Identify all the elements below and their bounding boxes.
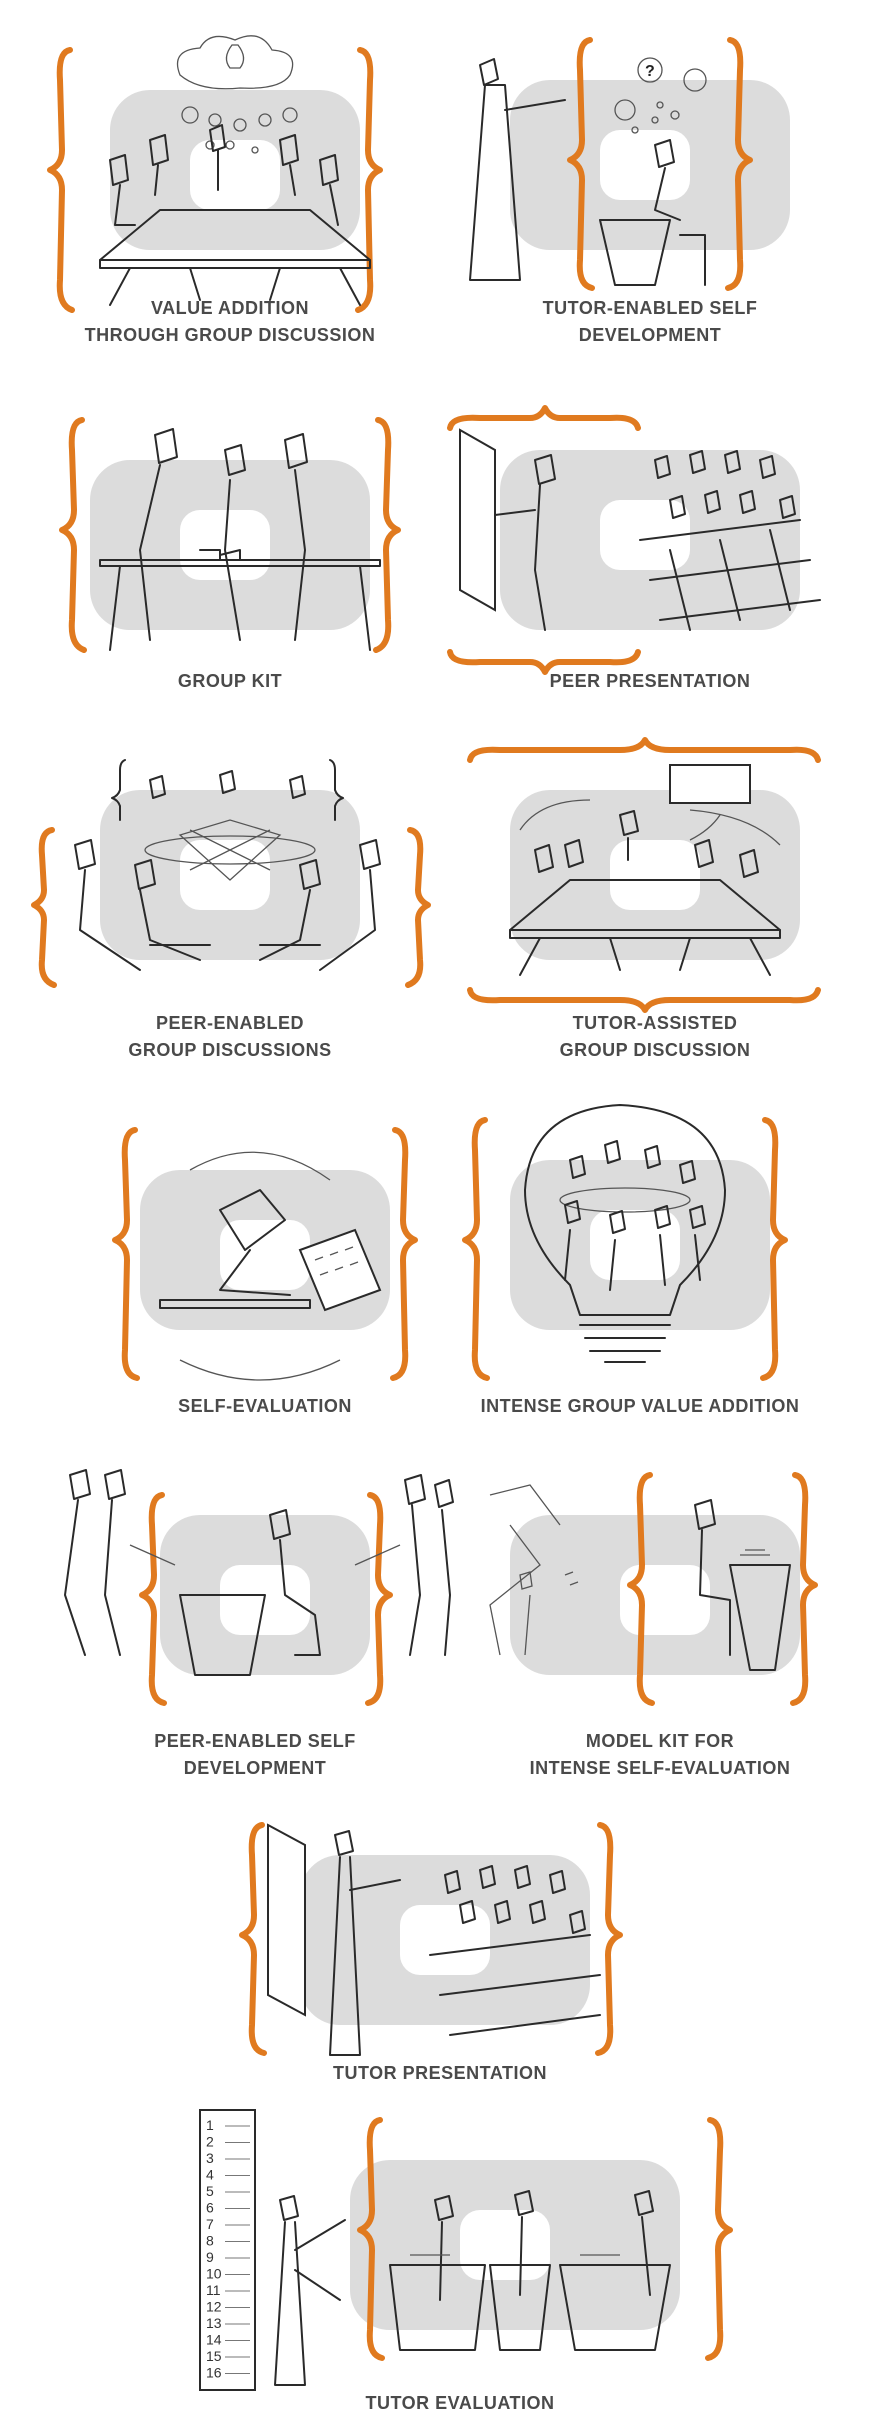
board-number: 7 bbox=[206, 2216, 214, 2232]
caption: PEER-ENABLED SELF DEVELOPMENT bbox=[50, 1728, 460, 1782]
caption-line-1: SELF-EVALUATION bbox=[178, 1396, 352, 1416]
caption: TUTOR-ASSISTED GROUP DISCUSSION bbox=[460, 1010, 850, 1064]
board-number: 13 bbox=[206, 2315, 222, 2331]
board-number: 12 bbox=[206, 2299, 222, 2315]
board-number: 15 bbox=[206, 2348, 222, 2364]
board-number: 2 bbox=[206, 2134, 214, 2150]
tablet-icon bbox=[219, 1189, 286, 1251]
caption: TUTOR EVALUATION bbox=[180, 2390, 740, 2417]
panel-tutor-enabled-self: ? TUTOR-ENABLED SELF DEVELOPMENT bbox=[450, 20, 850, 360]
panel-self-evaluation: SELF-EVALUATION bbox=[100, 1110, 430, 1430]
caption-line-2: INTENSE SELF-EVALUATION bbox=[529, 1758, 791, 1778]
caption: GROUP KIT bbox=[40, 668, 420, 695]
caption-line-1: GROUP KIT bbox=[177, 671, 283, 691]
caption-line-1: TUTOR-ENABLED SELF bbox=[542, 298, 758, 318]
caption-line-1: TUTOR EVALUATION bbox=[365, 2393, 555, 2413]
tutor-enabled-self-illustration: ? bbox=[469, 37, 790, 291]
caption-line-1: INTENSE GROUP VALUE ADDITION bbox=[480, 1396, 800, 1416]
board-number: 16 bbox=[206, 2365, 222, 2381]
caption-line-1: PEER-ENABLED SELF bbox=[154, 1731, 356, 1751]
caption: MODEL KIT FOR INTENSE SELF-EVALUATION bbox=[470, 1728, 850, 1782]
panel-peer-enabled-self: PEER-ENABLED SELF DEVELOPMENT bbox=[50, 1455, 460, 1785]
caption-line-2: DEVELOPMENT bbox=[183, 1758, 327, 1778]
model-kit-illustration bbox=[489, 1472, 818, 1706]
board-number: 11 bbox=[206, 2282, 221, 2298]
caption-line-1: PEER-ENABLED bbox=[155, 1013, 304, 1033]
caption-line-2: DEVELOPMENT bbox=[578, 325, 722, 345]
panel-model-kit: MODEL KIT FOR INTENSE SELF-EVALUATION bbox=[470, 1455, 850, 1785]
board-number: 1 bbox=[206, 2117, 214, 2133]
caption-line-1: TUTOR-ASSISTED bbox=[572, 1013, 738, 1033]
panel-group-kit: GROUP KIT bbox=[40, 400, 420, 720]
group-kit-illustration bbox=[59, 417, 401, 653]
caption: TUTOR PRESENTATION bbox=[240, 2060, 640, 2087]
board-number: 8 bbox=[206, 2233, 214, 2249]
thought-cloud-icon bbox=[176, 35, 298, 154]
board-number: 3 bbox=[206, 2150, 214, 2166]
checklist-icon bbox=[298, 1228, 382, 1312]
caption-line-1: PEER PRESENTATION bbox=[549, 671, 751, 691]
self-evaluation-illustration bbox=[112, 1127, 418, 1381]
board-number: 5 bbox=[206, 2183, 214, 2199]
panel-tutor-assisted: TUTOR-ASSISTED GROUP DISCUSSION bbox=[460, 720, 850, 1070]
board-number: 14 bbox=[206, 2332, 222, 2348]
caption: SELF-EVALUATION bbox=[100, 1393, 430, 1420]
panel-intense-group: INTENSE GROUP VALUE ADDITION bbox=[430, 1100, 850, 1440]
tutor-presentation-illustration bbox=[239, 1822, 623, 2056]
thought-heart-icon bbox=[614, 99, 636, 121]
peer-enabled-self-illustration bbox=[64, 1469, 454, 1706]
caption-line-2: THROUGH GROUP DISCUSSION bbox=[84, 325, 376, 345]
board-icon bbox=[669, 764, 751, 804]
peer-presentation-illustration bbox=[447, 405, 821, 675]
lightbulb-icon bbox=[524, 1104, 726, 1363]
panel-peer-enabled-group: PEER-ENABLED GROUP DISCUSSIONS bbox=[30, 730, 431, 1070]
board-number: 9 bbox=[206, 2249, 214, 2265]
caption-line-2: GROUP DISCUSSIONS bbox=[128, 1040, 332, 1060]
value-addition-illustration bbox=[47, 35, 383, 313]
caption: VALUE ADDITION THROUGH GROUP DISCUSSION bbox=[40, 295, 420, 349]
intense-group-illustration bbox=[462, 1104, 788, 1381]
caption: TUTOR-ENABLED SELF DEVELOPMENT bbox=[450, 295, 850, 349]
svg-text:?: ? bbox=[645, 63, 655, 80]
caption: PEER PRESENTATION bbox=[440, 668, 860, 695]
board-number: 6 bbox=[206, 2200, 214, 2216]
panel-peer-presentation: PEER PRESENTATION bbox=[440, 400, 860, 720]
caption-line-1: VALUE ADDITION bbox=[151, 298, 309, 318]
caption-line-2: GROUP DISCUSSION bbox=[559, 1040, 751, 1060]
tutor-assisted-illustration bbox=[467, 737, 821, 1013]
thought-bulb-icon bbox=[683, 68, 707, 92]
caption-line-1: MODEL KIT FOR bbox=[585, 1731, 735, 1751]
peer-enabled-group-illustration bbox=[31, 759, 431, 988]
board-number: 4 bbox=[206, 2167, 214, 2183]
caption: PEER-ENABLED GROUP DISCUSSIONS bbox=[30, 1010, 430, 1064]
caption-line-1: TUTOR PRESENTATION bbox=[332, 2063, 547, 2083]
board-number: 10 bbox=[206, 2266, 222, 2282]
panel-value-addition: VALUE ADDITION THROUGH GROUP DISCUSSION bbox=[40, 20, 420, 360]
caption: INTENSE GROUP VALUE ADDITION bbox=[430, 1393, 850, 1420]
thought-question-icon: ? bbox=[637, 57, 663, 83]
panel-tutor-presentation: TUTOR PRESENTATION bbox=[239, 1805, 640, 2105]
